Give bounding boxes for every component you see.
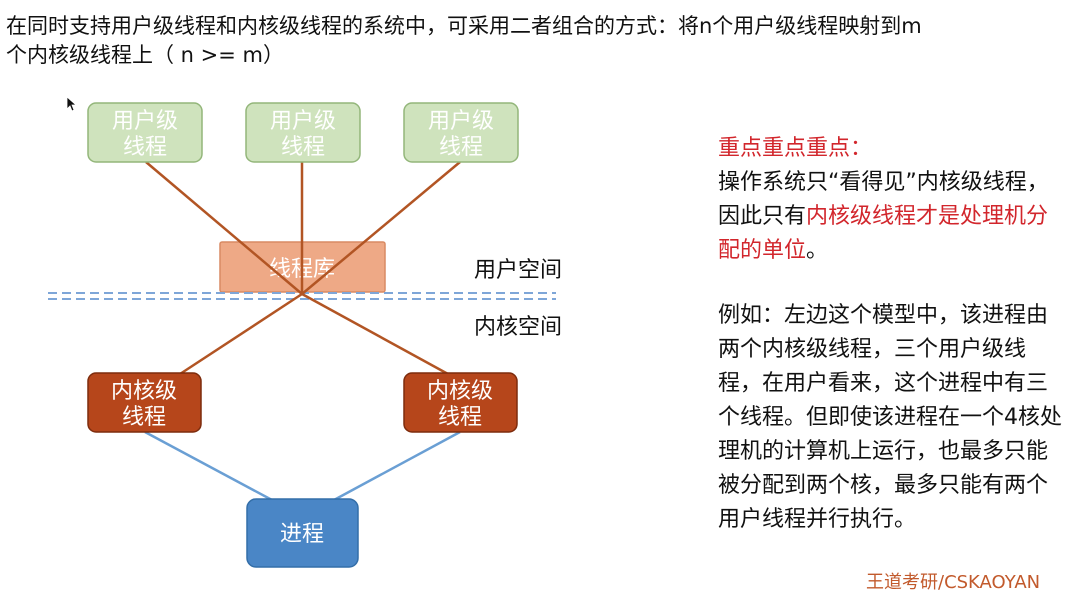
kernel-thread-label-line2: 线程 [438, 405, 482, 430]
user-thread-label-line2: 线程 [281, 135, 325, 160]
user-thread-box [87, 102, 203, 163]
process-node: 进程 [246, 498, 359, 568]
notes-panel: 重点重点重点： 操作系统只“看得见”内核级线程，因此只有内核级线程才是处理机分配… [718, 132, 1068, 537]
mapping-line-kernel-2 [301, 292, 449, 376]
intro-line-1: 在同时支持用户级线程和内核级线程的系统中，可采用二者组合的方式：将n个用户级线程… [6, 14, 922, 38]
mapping-lines [145, 161, 461, 376]
footer-watermark: 王道考研/CSKAOYAN [866, 572, 1041, 593]
notes-heading: 重点重点重点： [718, 136, 873, 161]
mapping-line-user-1 [145, 161, 303, 295]
kernel-space-label: 内核空间 [474, 315, 562, 340]
kernel-thread-label-line1: 内核级 [427, 379, 493, 404]
notes-spacer [718, 268, 1068, 299]
notes-paragraph-1: 操作系统只“看得见”内核级线程，因此只有内核级线程才是处理机分配的单位。 [718, 166, 1068, 268]
mouse-cursor-icon [66, 96, 76, 112]
intro-line-2: 个内核级线程上（ n >= m） [6, 43, 284, 67]
user-thread-label-line1: 用户级 [270, 109, 336, 134]
notes-paragraph-1-text: 操作系统只“看得见”内核级线程，因此只有 [718, 170, 1049, 229]
intro-text: 在同时支持用户级线程和内核级线程的系统中，可采用二者组合的方式：将n个用户级线程… [6, 12, 1082, 70]
kernel-thread-box [403, 372, 518, 433]
user-thread-label-line1: 用户级 [428, 109, 494, 134]
notes-highlight: 内核级线程才是处理机分配的单位 [718, 204, 1049, 263]
user-thread-box [245, 102, 361, 163]
user-thread-box [403, 102, 519, 163]
notes-paragraph-1-end: 。 [806, 238, 829, 263]
process-line-right [333, 430, 461, 502]
notes-paragraph-2: 例如：左边这个模型中，该进程由两个内核级线程，三个用户级线程，在用户看来，这个进… [718, 303, 1062, 532]
process-box [246, 498, 359, 568]
kernel-thread-2: 内核级 线程 [403, 372, 518, 433]
user-thread-3: 用户级 线程 [403, 102, 519, 163]
user-thread-label-line2: 线程 [123, 135, 167, 160]
kernel-thread-1: 内核级 线程 [87, 372, 202, 433]
user-thread-label-line1: 用户级 [112, 109, 178, 134]
mapping-line-user-3 [301, 161, 461, 295]
user-thread-label-line2: 线程 [439, 135, 483, 160]
kernel-thread-box [87, 372, 202, 433]
kernel-thread-label-line1: 内核级 [111, 379, 177, 404]
mapping-line-kernel-1 [179, 292, 303, 376]
kernel-thread-label-line2: 线程 [122, 405, 166, 430]
user-thread-1: 用户级 线程 [87, 102, 203, 163]
process-label: 进程 [280, 522, 324, 547]
process-lines [144, 430, 461, 502]
user-thread-2: 用户级 线程 [245, 102, 361, 163]
process-line-left [144, 430, 273, 502]
user-space-label: 用户空间 [474, 258, 562, 283]
